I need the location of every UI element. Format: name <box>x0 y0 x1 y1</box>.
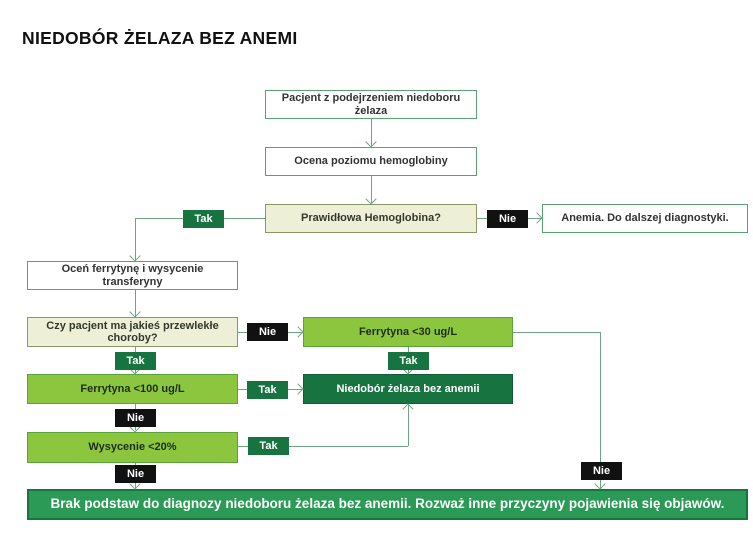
connector-line <box>134 218 136 260</box>
arrowhead-down-icon <box>365 136 377 148</box>
edge-label-tak: Tak <box>388 352 429 370</box>
arrowhead-right-icon <box>292 383 304 395</box>
connector-line <box>238 445 408 447</box>
edge-label-nie: Nie <box>115 465 156 483</box>
connector-line <box>599 332 601 489</box>
connector-line <box>134 290 136 317</box>
flow-node-chronic-disease: Czy pacjent ma jakieś przewlekłe choroby… <box>27 317 238 347</box>
flow-node-ferritin-100: Ferrytyna <100 ug/L <box>27 374 238 404</box>
connector-line <box>370 119 372 146</box>
edge-label-tak: Tak <box>183 210 224 228</box>
arrowhead-down-icon <box>594 478 606 490</box>
arrowhead-down-icon <box>129 250 141 262</box>
arrowhead-right-icon <box>531 212 543 224</box>
connector-line <box>407 405 409 446</box>
edge-label-nie: Nie <box>247 323 288 341</box>
connector-line <box>370 176 372 203</box>
page-title: NIEDOBÓR ŻELAZA BEZ ANEMI <box>22 28 298 48</box>
flow-node-ferritin-30: Ferrytyna <30 ug/L <box>303 317 513 347</box>
edge-label-tak: Tak <box>115 352 156 370</box>
flow-node-anemia: Anemia. Do dalszej diagnostyki. <box>542 204 748 233</box>
flow-node-patient: Pacjent z podejrzeniem niedoboru żelaza <box>265 90 477 119</box>
arrowhead-right-icon <box>292 326 304 338</box>
edge-label-nie: Nie <box>581 462 622 480</box>
arrowhead-down-icon <box>365 193 377 205</box>
edge-label-tak: Tak <box>248 437 289 455</box>
edge-label-tak: Tak <box>247 381 288 399</box>
connector-line <box>513 331 600 333</box>
arrowhead-down-icon <box>129 306 141 318</box>
edge-label-nie: Nie <box>487 210 528 228</box>
edge-label-nie: Nie <box>115 409 156 427</box>
flow-node-hemoglobin-check: Ocena poziomu hemoglobiny <box>265 147 477 176</box>
flow-node-assess-ferritin: Oceń ferrytynę i wysycenie transferyny <box>27 261 238 290</box>
arrowhead-up-icon <box>402 403 414 415</box>
conclusion-banner: Brak podstaw do diagnozy niedoboru żelaz… <box>27 489 748 520</box>
flow-node-iron-deficiency: Niedobór żelaza bez anemii <box>303 374 513 404</box>
flow-node-hemoglobin-normal: Prawidłowa Hemoglobina? <box>265 204 477 233</box>
flow-node-saturation-20: Wysycenie <20% <box>27 432 238 463</box>
